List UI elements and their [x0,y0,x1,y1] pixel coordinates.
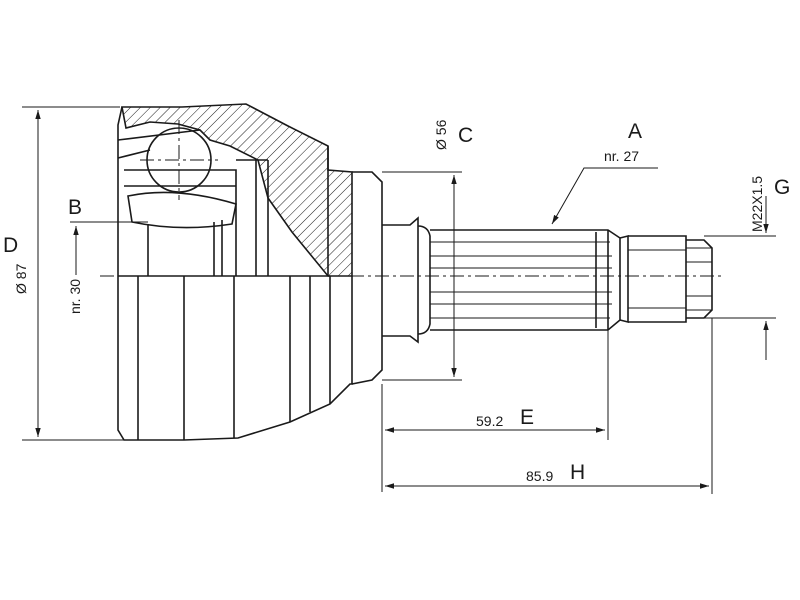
value-h: 85.9 [526,468,553,484]
label-h: H [570,461,585,484]
label-d: D [3,234,18,257]
housing [117,103,383,441]
value-d: Ø 87 [13,263,29,294]
dimension-d [22,106,124,441]
value-e: 59.2 [476,413,503,429]
label-g: G [774,176,790,199]
dimension-g [704,196,776,360]
value-c: Ø 56 [433,119,449,150]
dimension-b [70,221,148,275]
label-e: E [520,406,534,429]
label-c: C [458,124,473,147]
dimension-h [385,318,713,494]
housing-section-hatch [121,103,353,277]
value-a: nr. 27 [604,148,639,164]
value-g: M22X1.5 [749,176,765,232]
label-a: A [628,120,642,143]
label-b: B [68,196,82,219]
dimension-e [381,330,609,492]
housing-outline [117,106,353,441]
spline-shaft [382,216,621,344]
threaded-stub [619,234,713,324]
callout-a [551,167,658,225]
dimension-c [382,171,462,381]
value-b: nr. 30 [67,279,83,314]
